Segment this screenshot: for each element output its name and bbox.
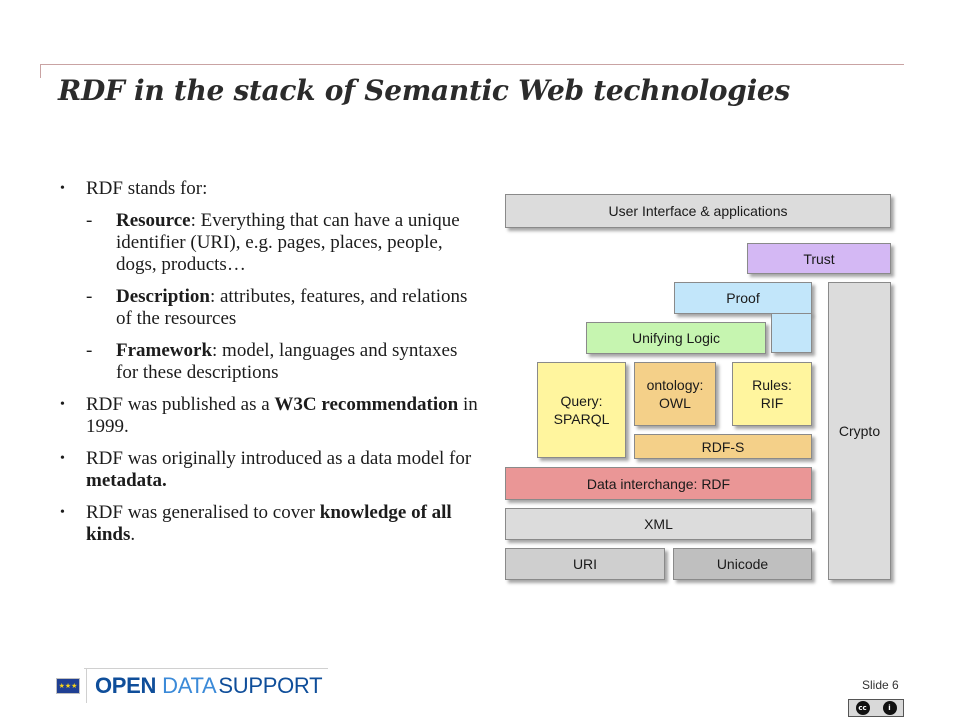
block-crypto: Crypto <box>828 282 891 580</box>
bullet-dot-icon: • <box>60 181 65 196</box>
bullet-w3c: • RDF was published as a W3C recommendat… <box>60 394 478 437</box>
sub-bullet-description: - Description: attributes, features, and… <box>86 286 468 329</box>
cc-icon: cc <box>855 701 870 715</box>
block-rules-rif: Rules: RIF <box>732 362 812 426</box>
block-ontology-owl: ontology: OWL <box>634 362 716 426</box>
bullet-knowledge: • RDF was generalised to cover knowledge… <box>60 502 452 545</box>
page-title: RDF in the stack of Semantic Web technol… <box>58 74 790 107</box>
block-user-interface: User Interface & applications <box>505 194 891 228</box>
dash-icon: - <box>86 286 93 307</box>
header-rule-tick <box>40 64 41 78</box>
bullet-list: • RDF stands for: - Resource: Everything… <box>60 178 480 556</box>
block-proof: Proof <box>674 282 812 314</box>
block-trust: Trust <box>747 243 891 274</box>
block-uri: URI <box>505 548 665 580</box>
creative-commons-badge: cc i <box>848 699 904 717</box>
bullet-dot-icon: • <box>60 505 65 520</box>
block-xml: XML <box>505 508 812 540</box>
sub-bullet-resource: - Resource: Everything that can have a u… <box>86 210 460 275</box>
sub-bullet-framework: - Framework: model, languages and syntax… <box>86 340 458 383</box>
logo-frame-line <box>84 668 328 669</box>
header-rule <box>40 64 904 65</box>
eu-flag-icon: ★★★ <box>56 678 80 694</box>
dash-icon: - <box>86 340 93 361</box>
dash-icon: - <box>86 210 93 231</box>
block-data-interchange-rdf: Data interchange: RDF <box>505 467 812 500</box>
bullet-dot-icon: • <box>60 397 65 412</box>
bullet-metadata: • RDF was originally introduced as a dat… <box>60 448 472 491</box>
bullet-dot-icon: • <box>60 451 65 466</box>
slide-number: Slide 6 <box>862 678 899 692</box>
block-rdfs: RDF-S <box>634 434 812 459</box>
block-proof-extension <box>771 313 812 353</box>
block-unifying-logic: Unifying Logic <box>586 322 766 354</box>
bullet-rdf-stands-for: • RDF stands for: <box>60 178 208 199</box>
attribution-icon: i <box>882 701 897 715</box>
block-query-sparql: Query: SPARQL <box>537 362 626 458</box>
block-unicode: Unicode <box>673 548 812 580</box>
